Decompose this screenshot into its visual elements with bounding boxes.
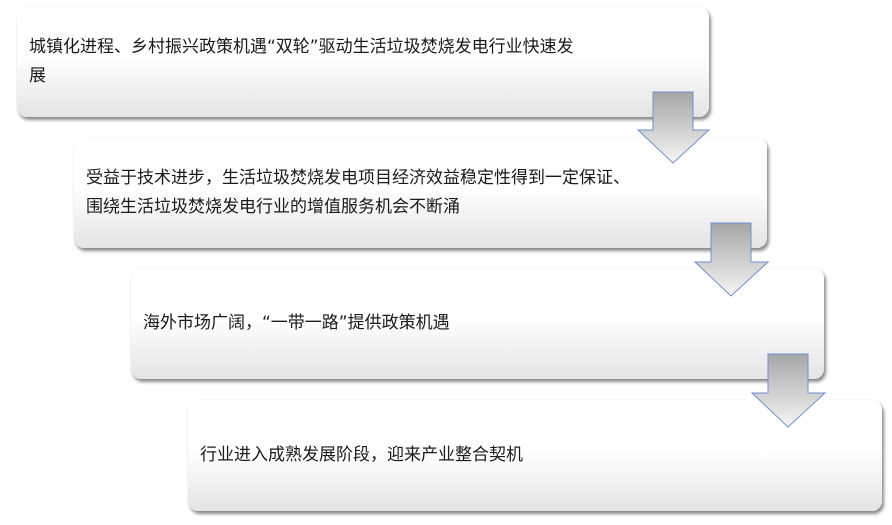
down-arrow-icon: [751, 353, 827, 428]
step-box-2: 受益于技术进步，生活垃圾焚烧发电项目经济效益稳定性得到一定保证、围绕生活垃圾焚烧…: [74, 138, 767, 248]
step-text-3: 海外市场广阔，“一带一路”提供政策机遇: [143, 313, 450, 333]
step-text-1: 城镇化进程、乡村振兴政策机遇“双轮”驱动生活垃圾焚烧发电行业快速发展: [29, 37, 574, 86]
step-text-2: 受益于技术进步，生活垃圾焚烧发电项目经济效益稳定性得到一定保证、围绕生活垃圾焚烧…: [86, 168, 630, 217]
step-text-4: 行业进入成熟发展阶段，迎来产业整合契机: [200, 445, 523, 465]
step-box-4: 行业进入成熟发展阶段，迎来产业整合契机: [188, 400, 882, 511]
down-arrow-icon: [694, 222, 770, 297]
down-arrow-icon: [637, 91, 711, 164]
step-box-3: 海外市场广阔，“一带一路”提供政策机遇: [131, 268, 824, 379]
step-box-1: 城镇化进程、乡村振兴政策机遇“双轮”驱动生活垃圾焚烧发电行业快速发展: [17, 7, 709, 117]
